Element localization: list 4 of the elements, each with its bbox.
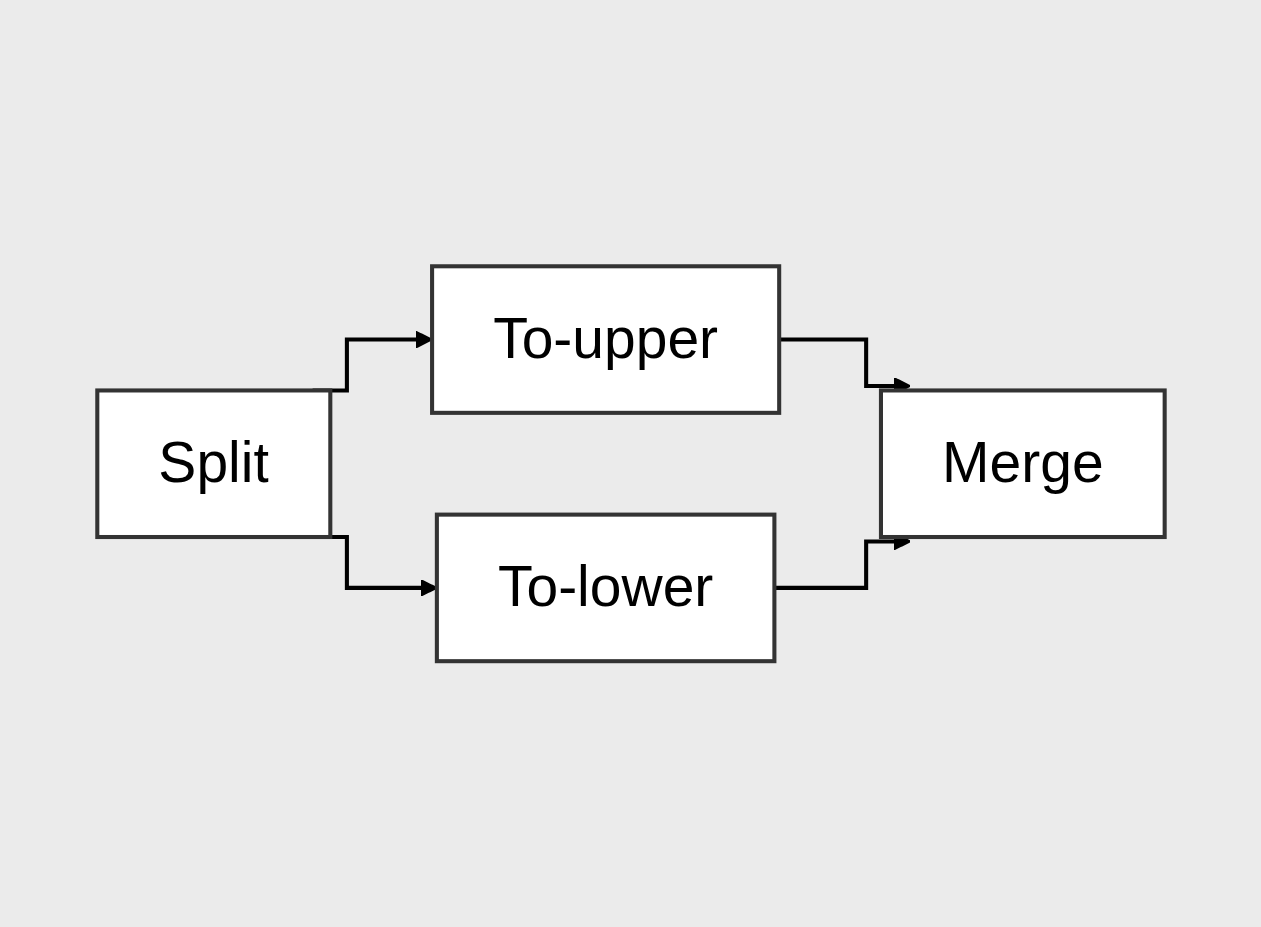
node-box: Merge xyxy=(878,388,1167,539)
node-box: To-lower xyxy=(434,512,776,663)
node-box: Split xyxy=(94,388,332,539)
node-box: To-upper xyxy=(429,264,781,415)
